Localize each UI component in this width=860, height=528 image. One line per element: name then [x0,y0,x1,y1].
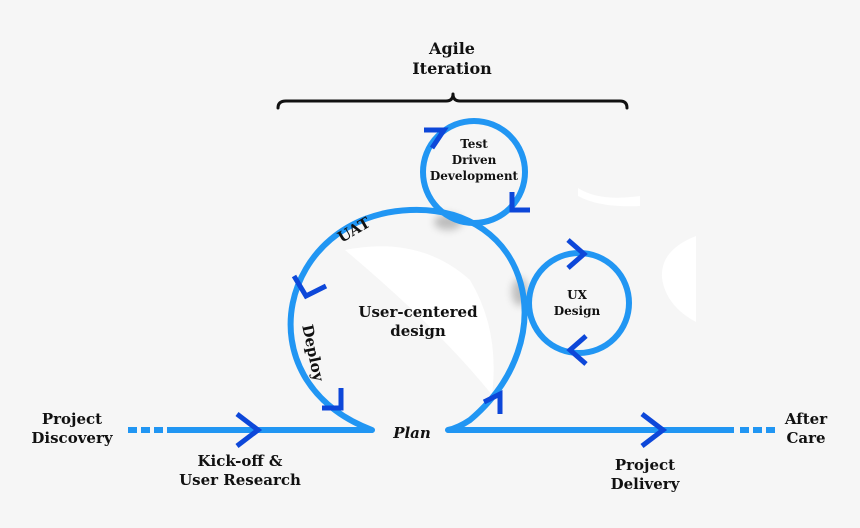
label-tdd-1: Test [460,137,488,151]
label-project-discovery-1: Project [42,410,102,428]
arrow-delivery [640,412,668,448]
bg-shade-right [661,236,696,322]
arrow-deploy [322,388,344,411]
label-kickoff-1: Kick-off & [198,452,283,470]
bg-shade-top [578,188,640,207]
label-project-discovery-2: Discovery [31,429,113,447]
label-project-delivery-1: Project [615,456,675,474]
arrow-ux-top [566,238,588,270]
bg-shade-left [345,246,494,395]
main-loop [287,206,528,433]
ux-loop [526,250,632,356]
label-after-care-1: After [784,410,828,428]
arrow-plan-up [482,389,503,414]
header-agile: Agile [428,39,475,58]
label-ux-1: UX [567,288,587,302]
label-kickoff-2: User Research [179,471,301,489]
label-project-delivery-2: Delivery [611,475,681,493]
label-main-1: User-centered [358,303,478,321]
arrow-tdd-top [424,127,449,150]
arrow-uat [291,274,328,300]
label-tdd-2: Driven [452,153,497,167]
label-main-2: design [390,322,446,340]
arrow-kickoff [235,412,263,448]
arrow-tdd-bottom [509,192,530,213]
label-tdd-3: Development [430,169,519,183]
label-ux-2: Design [554,304,601,318]
tdd-loop [420,118,528,226]
arrow-ux-bottom [566,334,588,366]
label-plan: Plan [392,424,431,442]
header-iteration: Iteration [412,59,492,78]
iteration-brace [276,92,629,110]
label-after-care-2: Care [786,429,825,447]
